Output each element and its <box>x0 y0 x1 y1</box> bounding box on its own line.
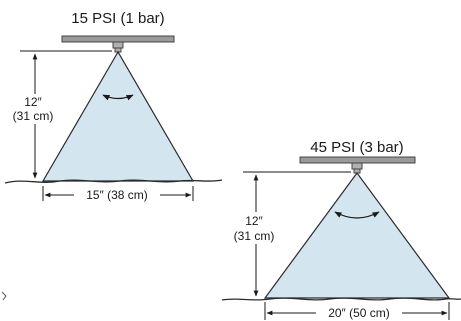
height-label-metric: (31 cm) <box>234 229 275 243</box>
nozzle <box>112 41 124 49</box>
ground-line <box>4 179 223 184</box>
height-label-bg <box>6 94 58 124</box>
height-label-bg <box>227 212 283 244</box>
height-label: 12″ <box>24 95 42 109</box>
width-label: 20″ (50 cm) <box>328 306 390 320</box>
spray-angle-arrow <box>334 211 380 219</box>
height-label: 12″ <box>245 214 263 228</box>
spray-fan <box>263 171 451 299</box>
boom-bar <box>61 35 175 43</box>
diagram-15psi: 15 PSI (1 bar) 12″ (31 cm) 15″ (38 cm) <box>4 10 223 202</box>
diagram-45psi: 45 PSI (3 bar) 12″ (31 cm) 20″ (50 cm) <box>221 139 461 320</box>
ground-line <box>221 297 461 301</box>
width-label-bg <box>316 304 402 320</box>
width-label-bg <box>74 186 160 202</box>
nozzle <box>351 162 363 170</box>
width-label: 15″ (38 cm) <box>86 188 148 202</box>
stray-mark <box>1 291 7 301</box>
pressure-label: 15 PSI (1 bar) <box>71 10 164 27</box>
height-label-metric: (31 cm) <box>13 109 54 123</box>
boom-bar <box>299 156 416 164</box>
spray-fan <box>41 50 195 182</box>
pressure-label: 45 PSI (3 bar) <box>310 139 403 156</box>
spray-angle-arrow <box>102 94 134 101</box>
